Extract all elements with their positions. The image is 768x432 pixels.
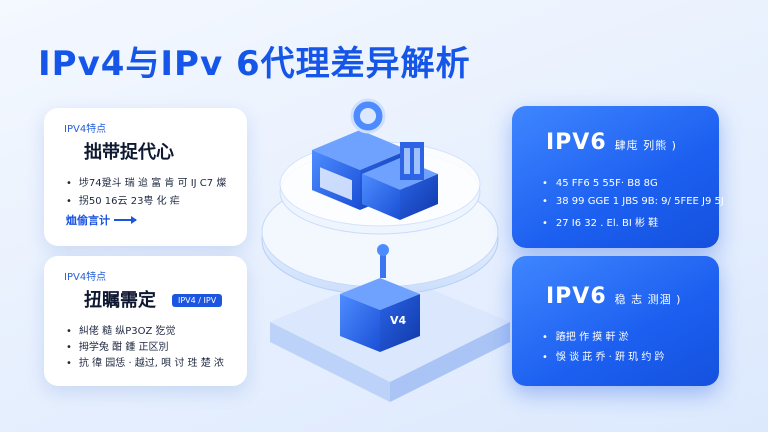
card-bullet: 38 99 GGE 1 JBS 9B: 9/ 5FEE J9 5J — [542, 196, 724, 207]
card-heading: 拙带捉代心 — [84, 142, 174, 163]
card-bullet: 抗 徫 园恁 · 越过, 唄 讨 珄 楚 浓 — [66, 354, 224, 369]
card-bullet: 27 I6 32 . El. BI 彬 鞋 — [542, 214, 658, 229]
learn-more-label: 烅偷言计 — [66, 214, 110, 227]
page-title: IPv4与IPv 6代理差异解析 — [38, 44, 471, 84]
card-bullet: 45 FF6 5 55F· B8 8G — [542, 178, 658, 189]
learn-more-link[interactable]: 烅偷言计 — [66, 212, 137, 228]
card-bullet: 埗74跫斗 瑞 迨 富 肯 可 IJ C7 燦 — [66, 174, 226, 189]
card-title: IPV6 稳 志 测涸 ) — [546, 284, 681, 309]
card-bullet: 悞 谈 茈 乔 · 趼 玑 约 趻 — [542, 348, 665, 363]
card-bullet: 拇学兔 酣 鍾 正区別 — [66, 338, 169, 353]
screen-label: V4 — [390, 314, 407, 327]
card-title: IPV6 肆庉 列熊 ) — [546, 130, 677, 155]
ipv6-feature-card-top: IPV6 肆庉 列熊 ) 45 FF6 5 55F· B8 8G 38 99 G… — [512, 106, 724, 248]
card-subtitle: 肆庉 列熊 ) — [614, 139, 677, 152]
card-bullet: 糾佬 糙 纵P3OZ 犵觉 — [66, 322, 176, 337]
card-title-text: IPV6 — [546, 130, 607, 155]
card-bullet: 蹖把 作 摸 軒 淤 — [542, 328, 629, 343]
ipv4-feature-card-bottom: IPV4特点 扭瞩需定 IPV4 / IPV 糾佬 糙 纵P3OZ 犵觉 拇学兔… — [44, 256, 247, 386]
server-illustration: V4 — [250, 92, 520, 412]
card-badge: IPV4 / IPV — [172, 294, 223, 307]
ipv6-feature-card-bottom: IPV6 稳 志 测涸 ) 蹖把 作 摸 軒 淤 悞 谈 茈 乔 · 趼 玑 约… — [512, 256, 719, 386]
card-title-text: IPV6 — [546, 284, 607, 309]
arrow-right-icon — [114, 216, 137, 224]
card-subtitle: 稳 志 测涸 ) — [614, 293, 682, 306]
isometric-server-icon — [261, 98, 510, 402]
card-tag: IPV4特点 — [64, 124, 107, 135]
card-bullet: 拐50 16云 23甹 化 疟 — [66, 192, 180, 207]
ipv4-feature-card-top: IPV4特点 拙带捉代心 埗74跫斗 瑞 迨 富 肯 可 IJ C7 燦 拐50… — [44, 108, 247, 246]
card-heading: 扭瞩需定 — [84, 290, 156, 311]
card-tag: IPV4特点 — [64, 272, 107, 283]
